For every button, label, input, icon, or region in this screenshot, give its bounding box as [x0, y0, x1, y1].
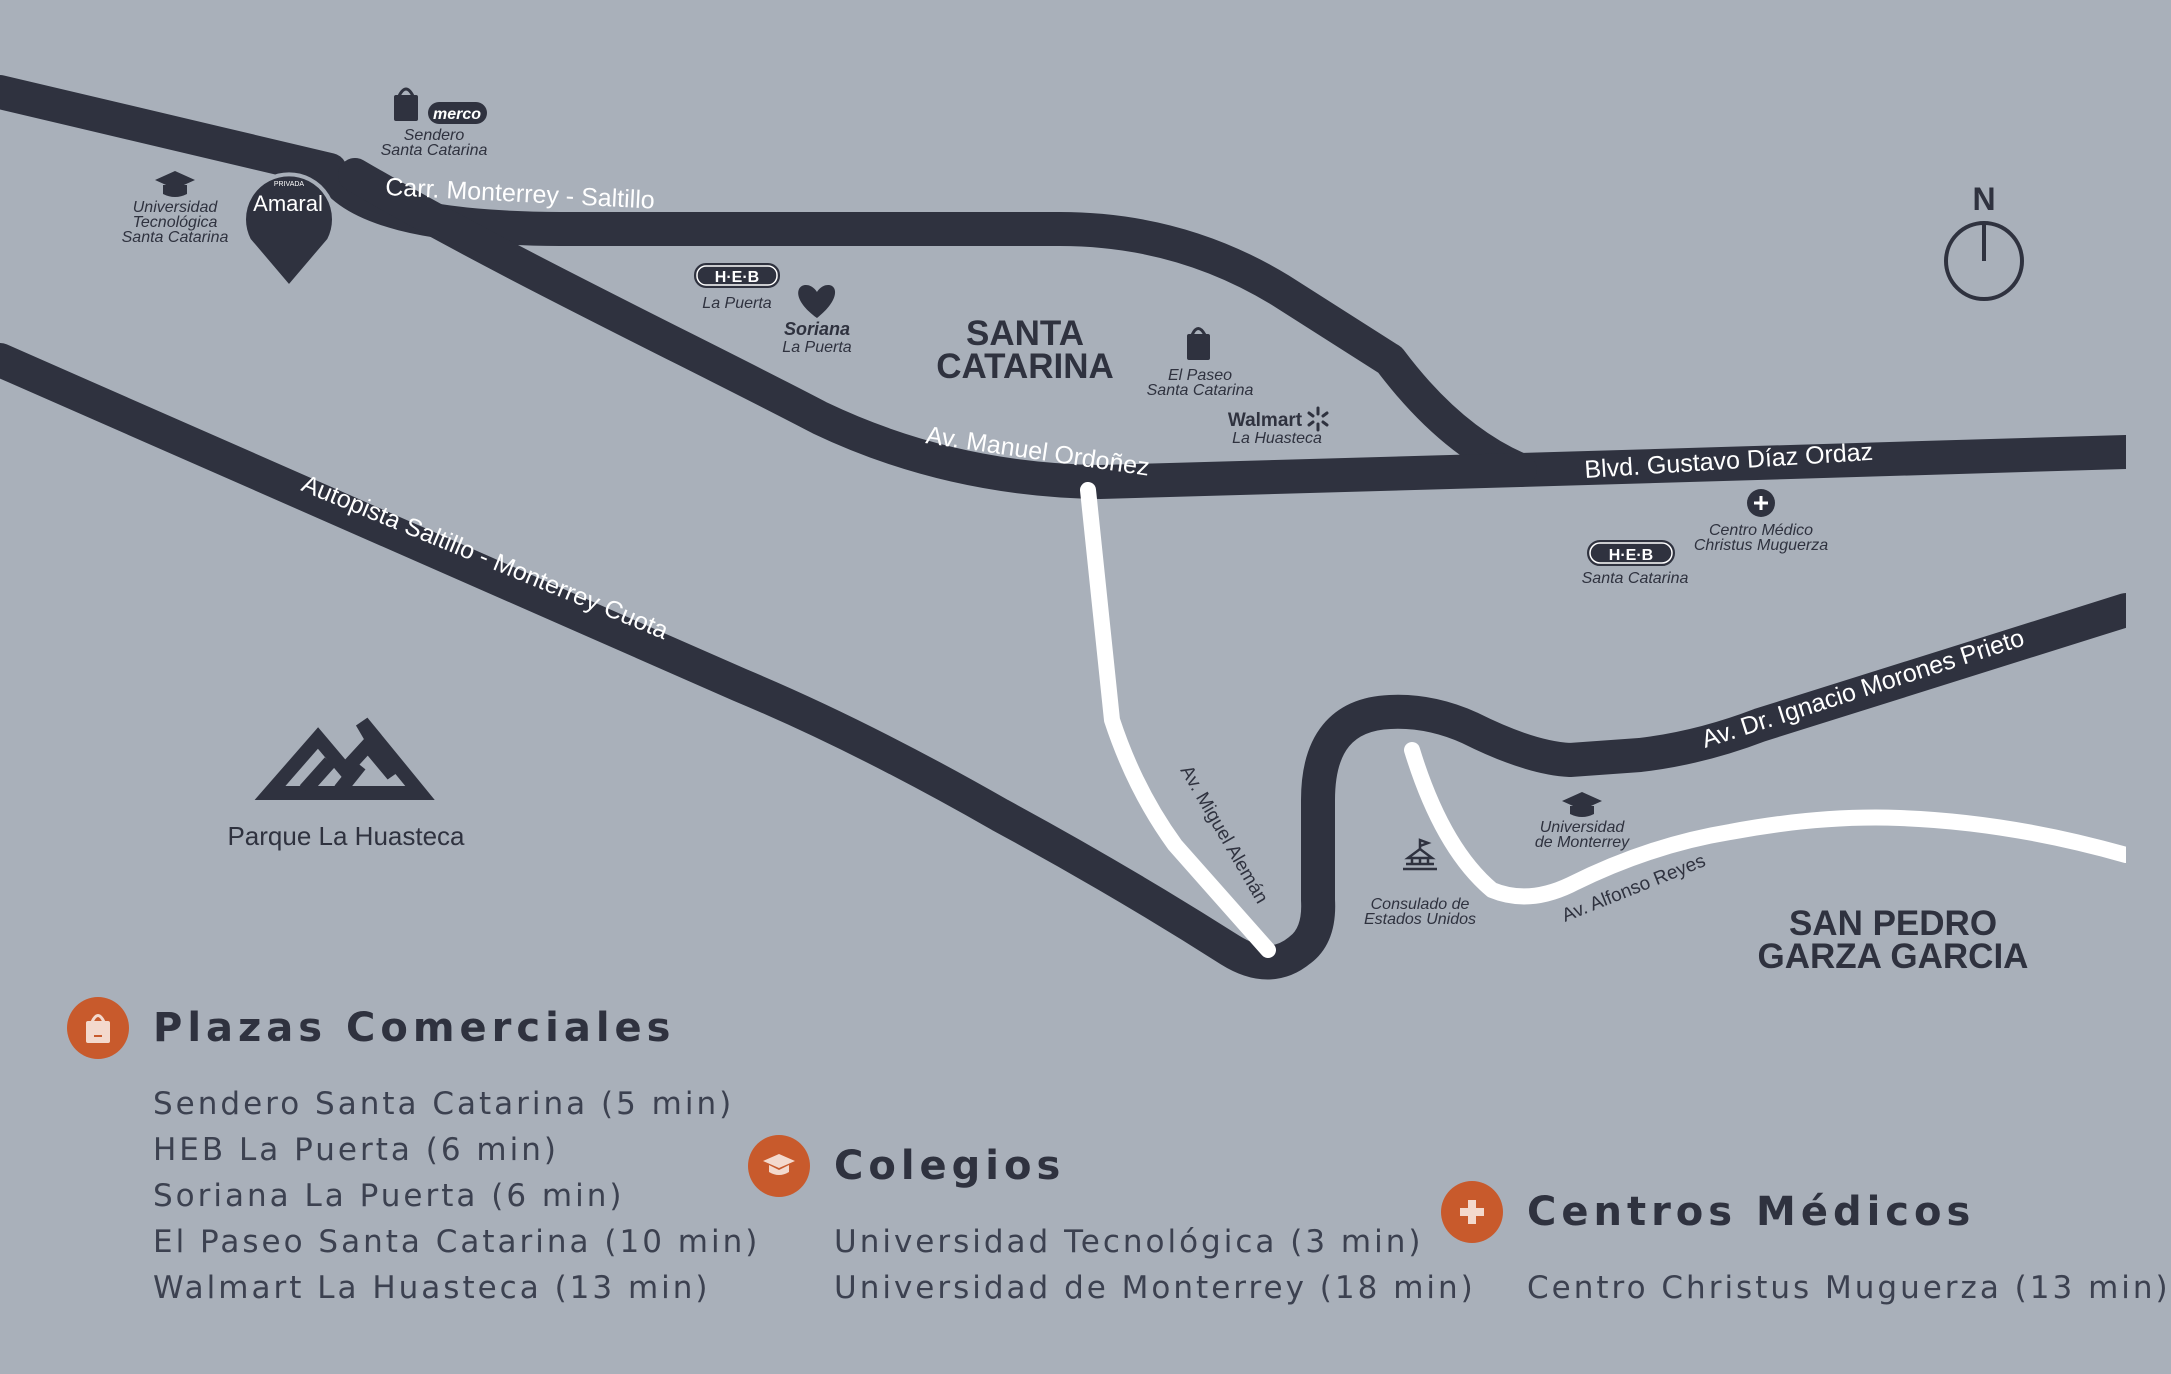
poi-el-paseo[interactable]: El Paseo Santa Catarina	[1147, 327, 1254, 400]
area-santa-catarina-line1: SANTA	[966, 314, 1084, 353]
heb-logo-icon: H·E·B	[692, 261, 782, 290]
legend-item: Sendero Santa Catarina (5 min)	[153, 1086, 735, 1122]
legend-medicos-title: Centros Médicos	[1527, 1189, 1976, 1235]
poi-el-paseo-line2: Santa Catarina	[1147, 382, 1254, 399]
graduation-cap-icon	[155, 171, 195, 197]
legend-plazas-list: Sendero Santa Catarina (5 min) HEB La Pu…	[153, 1081, 760, 1311]
poi-walmart[interactable]: Walmart La Huasteca	[1228, 406, 1329, 447]
road-label-miguel-aleman: Av. Miguel Alemán	[1176, 762, 1272, 907]
poi-walmart-line1: La Huasteca	[1232, 430, 1322, 447]
poi-udem-line2: de Monterrey	[1535, 834, 1630, 851]
poi-sendero[interactable]: merco Sendero Santa Catarina	[381, 87, 488, 159]
road-label-morones-prieto: Av. Dr. Ignacio Morones Prieto	[1698, 624, 2027, 754]
poi-christus-line1: Centro Médico	[1709, 522, 1813, 539]
legend-medicos: Centros Médicos Centro Christus Muguerza…	[1441, 1181, 2171, 1311]
road-carr-monterrey-saltillo	[0, 75, 2126, 487]
legend-colegios: Colegios Universidad Tecnológica (3 min)…	[748, 1135, 1476, 1311]
poi-christus-muguerza[interactable]: Centro Médico Christus Muguerza	[1694, 489, 1828, 554]
shopping-bag-icon	[86, 1014, 110, 1043]
walmart-brand: Walmart	[1228, 410, 1303, 431]
medical-cross-icon	[1460, 1200, 1484, 1224]
poi-heb-sc-line1: Santa Catarina	[1582, 570, 1689, 587]
poi-soriana-line1: La Puerta	[782, 339, 851, 356]
legend-colegios-badge	[748, 1135, 810, 1197]
poi-utsc-line2: Tecnológica	[133, 214, 218, 231]
soriana-brand: Soriana	[784, 319, 850, 339]
poi-sendero-line2: Santa Catarina	[381, 142, 488, 159]
compass-north-label: N	[1972, 181, 1995, 217]
walmart-spark-icon	[1307, 406, 1329, 432]
heb-sc-brand: H·E·B	[1609, 547, 1653, 564]
compass-icon: N	[1944, 181, 2024, 301]
road-av-manuel-ordonez	[338, 158, 1537, 499]
road-autopista	[0, 343, 2126, 980]
legend-colegios-title: Colegios	[834, 1143, 1066, 1189]
road-label-morones-prieto-text: Av. Dr. Ignacio Morones Prieto	[1698, 624, 2027, 754]
poi-el-paseo-line1: El Paseo	[1168, 367, 1232, 384]
poi-heb-puerta-line1: La Puerta	[702, 295, 771, 312]
poi-universidad-tecnologica[interactable]: Universidad Tecnológica Santa Catarina	[122, 171, 229, 246]
legend-medicos-header: Centros Médicos	[1441, 1181, 2171, 1243]
legend-plazas-title: Plazas Comerciales	[153, 1005, 676, 1051]
merco-logo-icon: merco	[428, 102, 487, 124]
legend-medicos-list: Centro Christus Muguerza (13 min)	[1527, 1265, 2171, 1311]
shopping-bag-icon	[1187, 327, 1210, 360]
legend-item: Soriana La Puerta (6 min)	[153, 1178, 625, 1214]
merco-brand: merco	[433, 106, 481, 123]
poi-soriana[interactable]: Soriana La Puerta	[782, 285, 852, 356]
consulate-building-icon	[1403, 838, 1437, 871]
legend-plazas-header: Plazas Comerciales	[67, 997, 760, 1059]
legend-medicos-badge	[1441, 1181, 1503, 1243]
area-san-pedro-line2: GARZA GARCIA	[1758, 937, 2029, 976]
pin-small-label: PRIVADA	[274, 181, 305, 188]
poi-utsc-line1: Universidad	[133, 199, 219, 216]
poi-universidad-de-monterrey[interactable]: Universidad de Monterrey	[1535, 792, 1630, 851]
area-san-pedro-line1: SAN PEDRO	[1789, 904, 1997, 943]
map-canvas: Carr. Monterrey - Saltillo Av. Manuel Or…	[0, 75, 2126, 980]
poi-consulado[interactable]: Consulado de Estados Unidos	[1364, 838, 1476, 928]
road-label-miguel-aleman-text: Av. Miguel Alemán	[1176, 762, 1272, 907]
poi-utsc-line3: Santa Catarina	[122, 229, 229, 246]
legend-item: HEB La Puerta (6 min)	[153, 1132, 559, 1168]
legend-item: Centro Christus Muguerza (13 min)	[1527, 1270, 2171, 1306]
medical-cross-icon	[1747, 489, 1775, 517]
poi-consulado-line1: Consulado de	[1371, 896, 1470, 913]
pin-label: Amaral	[253, 191, 323, 216]
graduation-cap-icon	[763, 1154, 795, 1175]
poi-heb-la-puerta[interactable]: H·E·B La Puerta	[692, 261, 782, 312]
poi-udem-line1: Universidad	[1540, 819, 1626, 836]
park-label: Parque La Huasteca	[227, 821, 465, 851]
legend-plazas: Plazas Comerciales Sendero Santa Catarin…	[67, 997, 760, 1311]
legend-colegios-list: Universidad Tecnológica (3 min) Universi…	[834, 1219, 1476, 1311]
legend-plazas-badge	[67, 997, 129, 1059]
mountain-icon	[254, 717, 435, 800]
shopping-bag-icon	[394, 87, 418, 121]
legend-item: El Paseo Santa Catarina (10 min)	[153, 1224, 761, 1260]
road-label-autopista: Autopista Saltillo - Monterrey Cuota	[298, 470, 673, 645]
soriana-logo-icon	[798, 285, 836, 318]
amaral-location-pin[interactable]: PRIVADA Amaral	[242, 172, 336, 291]
road-av-miguel-aleman	[1080, 482, 1276, 958]
poi-sendero-line1: Sendero	[404, 127, 465, 144]
road-label-autopista-text: Autopista Saltillo - Monterrey Cuota	[298, 470, 673, 645]
poi-heb-santa-catarina[interactable]: H·E·B Santa Catarina	[1582, 538, 1689, 587]
legend-item: Universidad de Monterrey (18 min)	[834, 1270, 1476, 1306]
legend-item: Walmart La Huasteca (13 min)	[153, 1270, 711, 1306]
pin-marker-icon	[242, 172, 336, 291]
heb-puerta-brand: H·E·B	[715, 269, 759, 286]
poi-consulado-line2: Estados Unidos	[1364, 911, 1476, 928]
graduation-cap-icon	[1562, 792, 1602, 817]
poi-christus-line2: Christus Muguerza	[1694, 537, 1828, 554]
area-santa-catarina-line2: CATARINA	[936, 347, 1114, 386]
legend-colegios-header: Colegios	[748, 1135, 1476, 1197]
map-page: Carr. Monterrey - Saltillo Av. Manuel Or…	[0, 75, 2168, 1311]
road-av-alfonso-reyes	[1404, 742, 2126, 905]
legend-item: Universidad Tecnológica (3 min)	[834, 1224, 1424, 1260]
heb-logo-icon: H·E·B	[1585, 538, 1677, 568]
